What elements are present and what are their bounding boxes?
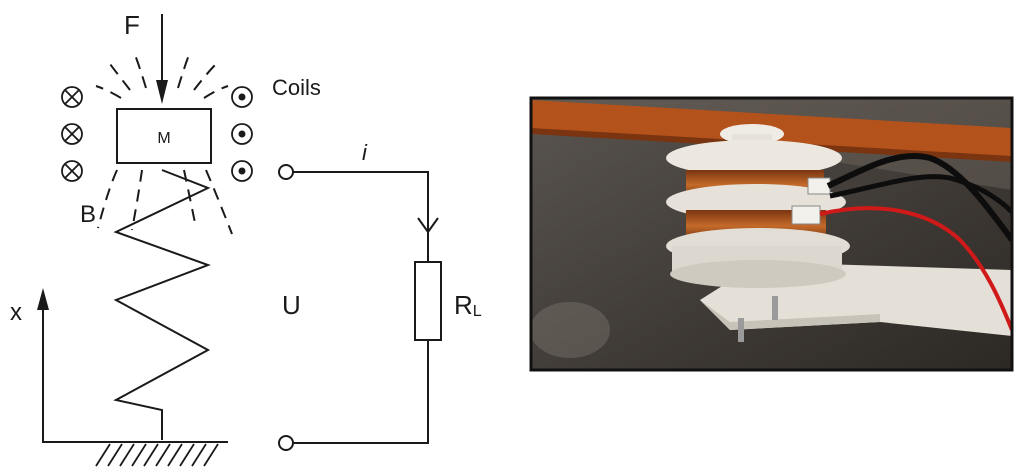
coil-into-page-icon	[61, 86, 83, 182]
load-resistor	[414, 261, 442, 341]
circuit	[278, 164, 442, 451]
terminal-top	[278, 164, 294, 180]
spring	[113, 169, 211, 440]
ground	[42, 441, 228, 467]
load-label: RL	[454, 290, 482, 320]
force-arrow	[156, 14, 168, 104]
red-wire	[819, 206, 1012, 331]
field-lines-upper	[95, 51, 229, 99]
axis-label: x	[10, 299, 22, 326]
mass-label: M	[157, 130, 170, 147]
field-lines-lower	[97, 169, 233, 235]
current-label: i	[362, 140, 368, 165]
terminal-bottom	[278, 435, 294, 451]
photo-frame	[529, 96, 1014, 372]
coils-label: Coils	[272, 75, 321, 100]
current-arrow-icon	[417, 217, 439, 234]
black-wire	[826, 152, 1012, 242]
coil-stack	[666, 124, 850, 288]
voltage-label: U	[282, 290, 301, 320]
x-axis-arrow	[37, 288, 49, 442]
field-label: B	[80, 201, 96, 228]
coil-out-of-page-icon	[231, 86, 253, 182]
force-label: F	[124, 10, 140, 40]
mass-block	[116, 108, 212, 164]
prototype-photo	[529, 96, 1014, 372]
schematic: F M	[10, 10, 482, 467]
